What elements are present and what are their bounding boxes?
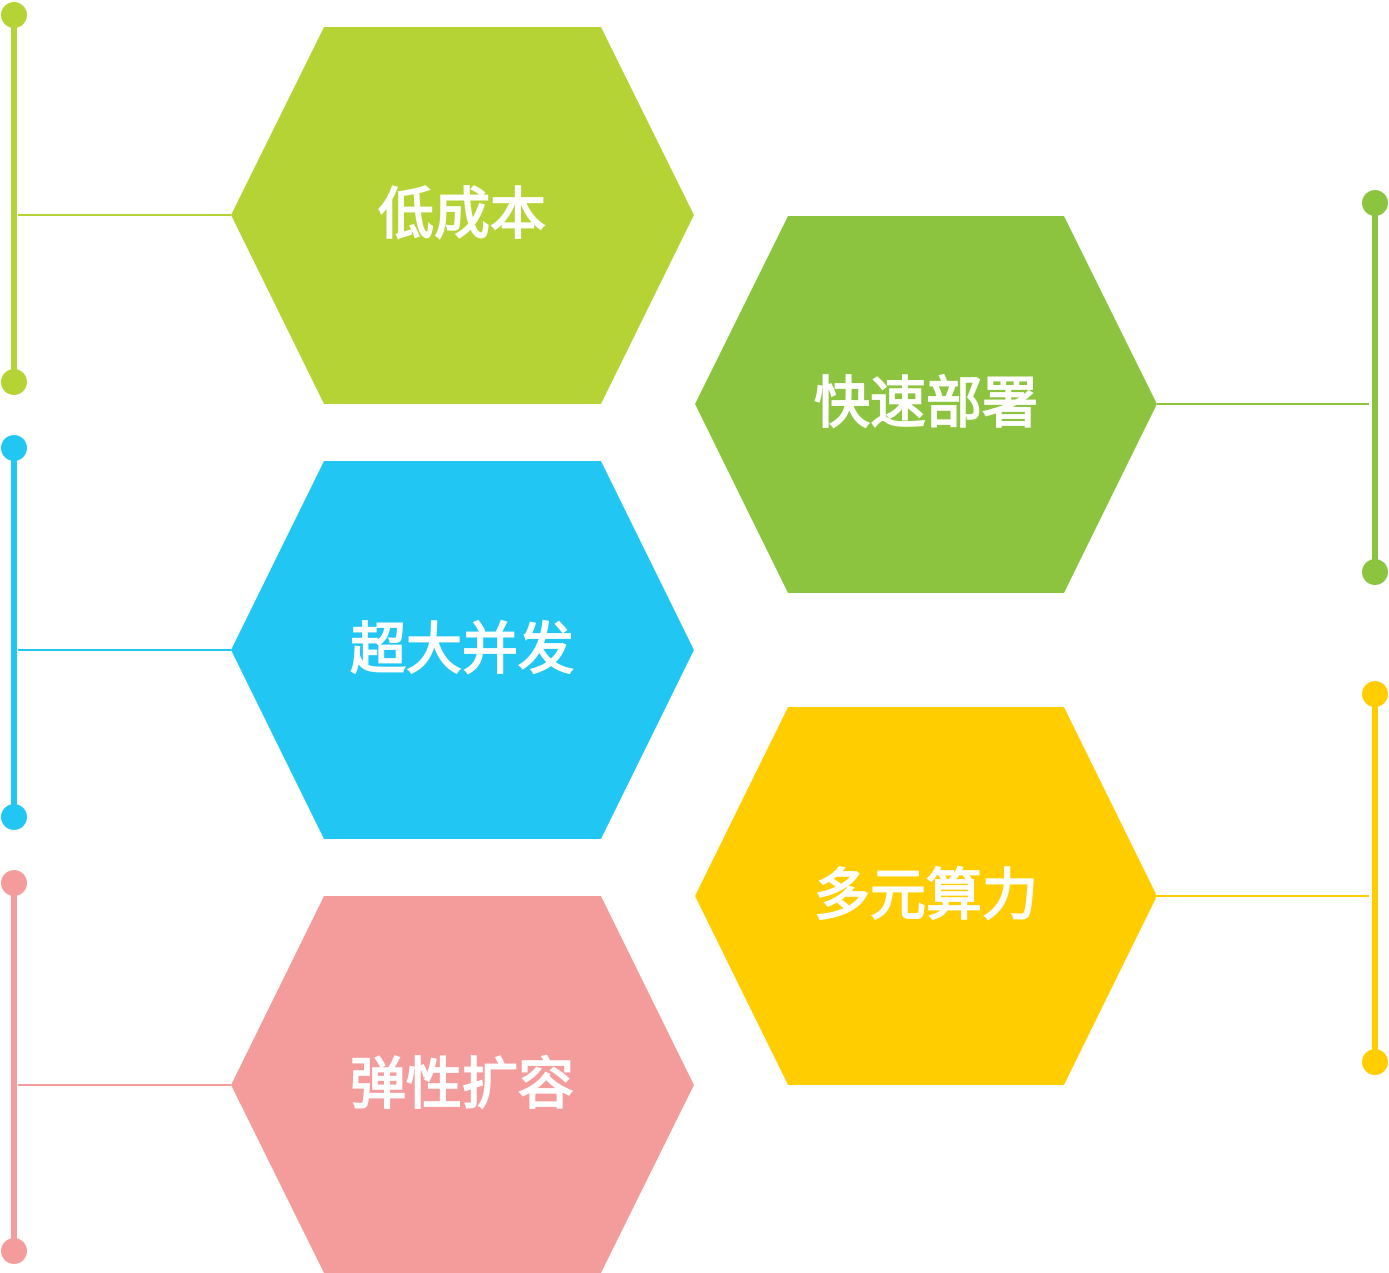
timeline-dot-bottom bbox=[1, 804, 27, 830]
hexagon-label: 低成本 bbox=[378, 183, 546, 248]
timeline-dot-top bbox=[1362, 681, 1388, 707]
hexagon-label: 弹性扩容 bbox=[350, 1053, 574, 1118]
timeline-dot-top bbox=[1, 870, 27, 896]
hexagon bbox=[695, 707, 1157, 1085]
timeline-dot-bottom bbox=[1, 1238, 27, 1264]
feature-low-cost: 低成本 bbox=[1, 2, 694, 404]
hexagon bbox=[695, 216, 1157, 593]
hexagon bbox=[231, 896, 694, 1273]
feature-fast-deploy: 快速部署 bbox=[695, 190, 1388, 593]
feature-diverse-compute: 多元算力 bbox=[695, 681, 1388, 1085]
hexagon-label: 快速部署 bbox=[814, 372, 1038, 437]
timeline-dot-top bbox=[1362, 190, 1388, 216]
feature-elastic-scaling: 弹性扩容 bbox=[1, 870, 694, 1273]
timeline-dot-bottom bbox=[1, 369, 27, 395]
timeline-dot-bottom bbox=[1362, 1049, 1388, 1075]
hexagon bbox=[231, 461, 694, 839]
hexagon bbox=[231, 27, 694, 404]
hexagon-label: 超大并发 bbox=[350, 618, 574, 683]
hexagon-label: 多元算力 bbox=[814, 864, 1038, 929]
timeline-dot-bottom bbox=[1362, 559, 1388, 585]
feature-high-concurrency: 超大并发 bbox=[1, 435, 694, 839]
timeline-dot-top bbox=[1, 2, 27, 28]
timeline-dot-top bbox=[1, 435, 27, 461]
